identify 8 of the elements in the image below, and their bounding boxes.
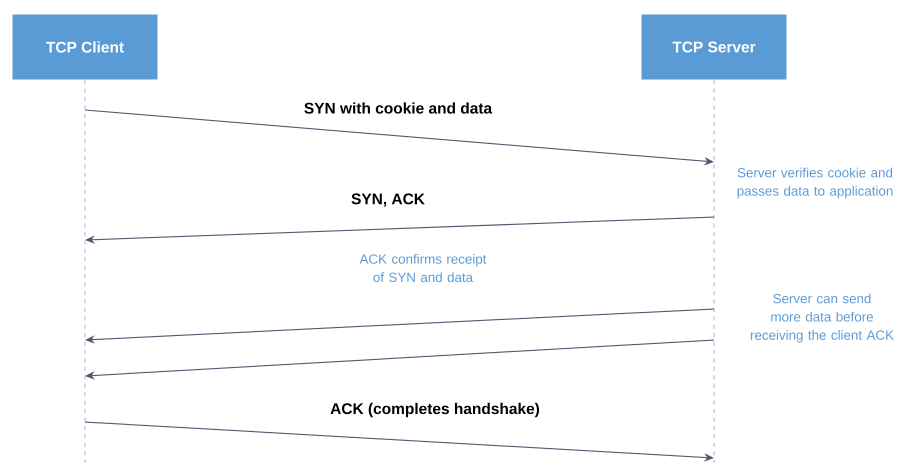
edge-label: SYN with cookie and data bbox=[302, 100, 494, 116]
edge-label: ACK (completes handshake) bbox=[328, 401, 542, 419]
participant-box: TCP Client bbox=[12, 14, 158, 80]
edge-label: SYN, ACK bbox=[350, 192, 426, 208]
participant-box: TCP Server bbox=[642, 14, 787, 80]
note: Server can send more data before receiving the client ACK bbox=[750, 294, 894, 342]
note: ACK confirms receipt of SYN and data bbox=[360, 254, 486, 282]
note: Server verifies cookie and passes data to application bbox=[738, 168, 892, 198]
